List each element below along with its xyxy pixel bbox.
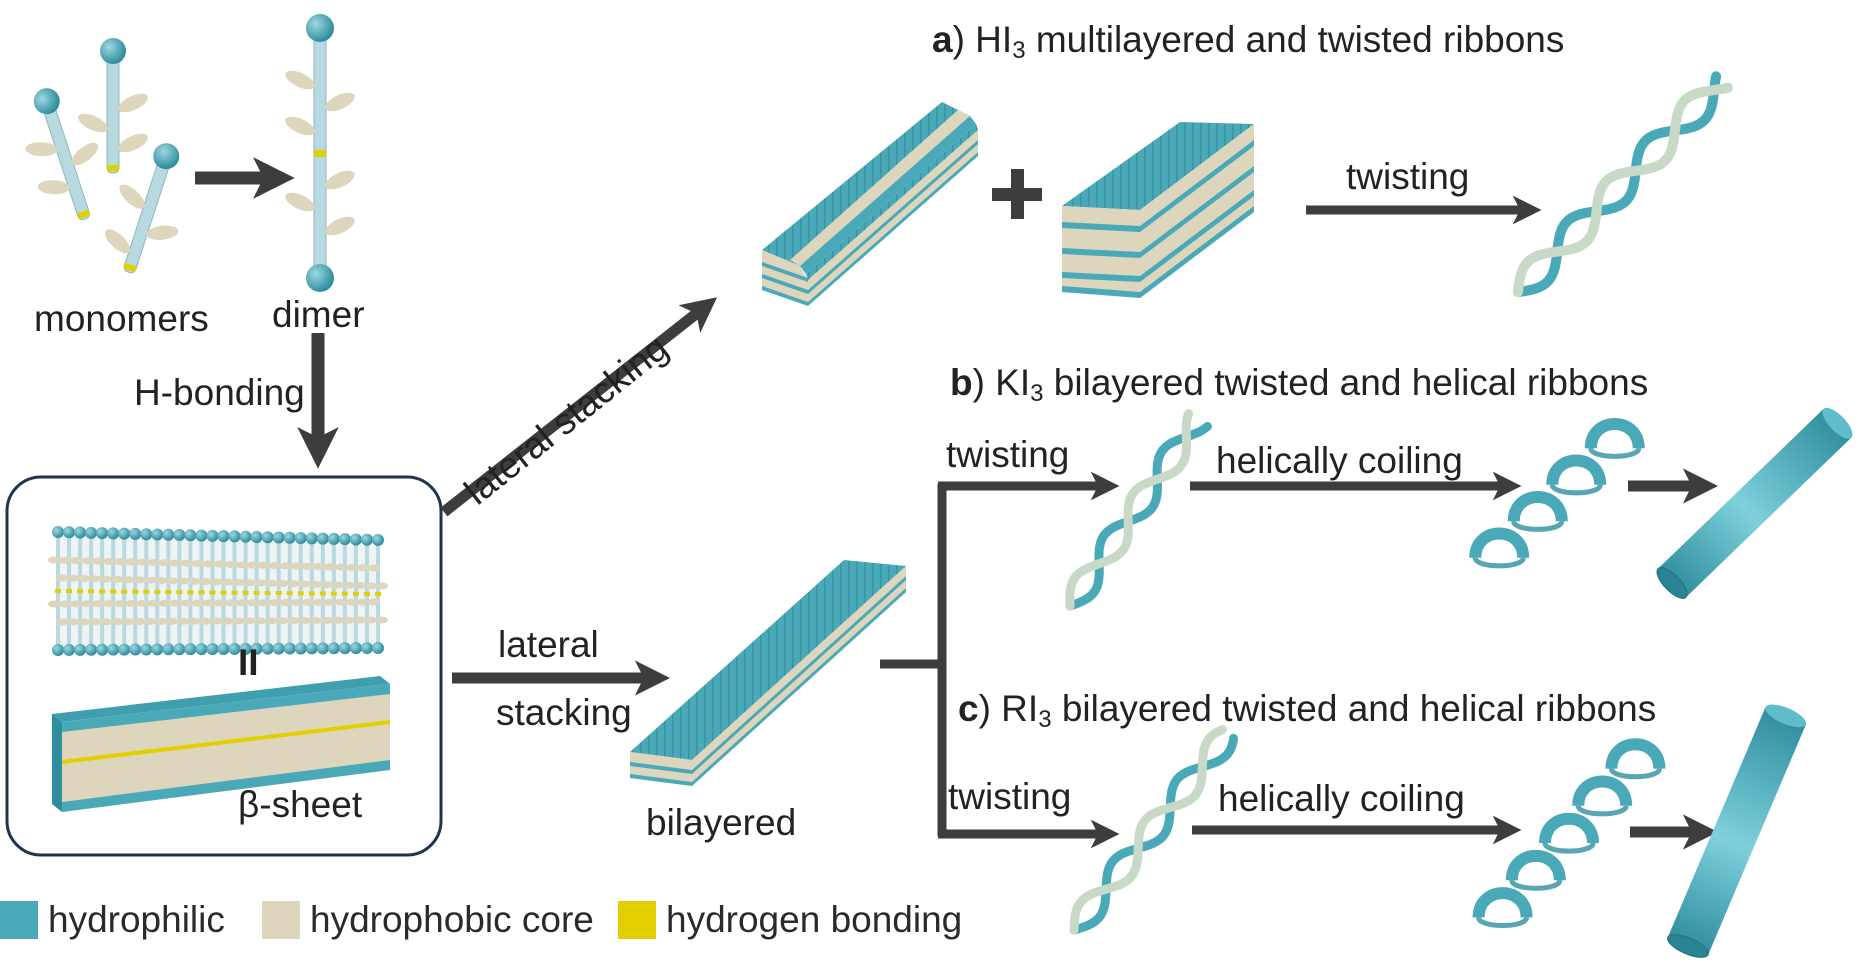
legend-item-hydrophilic: hydrophilic bbox=[0, 899, 225, 941]
equivalence-mark: II bbox=[238, 642, 259, 683]
multilayer-grooved-ribbon bbox=[762, 102, 978, 306]
legend-item-hbond: hydrogen bonding bbox=[618, 899, 962, 941]
legend-label: hydrogen bonding bbox=[666, 899, 963, 940]
twisted-multilayer-ribbon bbox=[1513, 71, 1733, 297]
multilayer-flat-ribbon bbox=[1062, 122, 1254, 298]
h-bonding-label: H-bonding bbox=[134, 372, 305, 413]
panel-c-title: c) RI3 bilayered twisted and helical rib… bbox=[958, 688, 1657, 733]
lateral-label: lateral bbox=[498, 624, 599, 665]
panel-b-title: b) KI3 bilayered twisted and helical rib… bbox=[950, 362, 1649, 407]
dimer-label: dimer bbox=[272, 294, 365, 335]
branch-connector bbox=[880, 471, 1120, 849]
sheet-lattice bbox=[48, 526, 388, 656]
bilayered-ribbon bbox=[630, 560, 906, 786]
beta-sheet-label: β-sheet bbox=[238, 784, 363, 825]
twisted-bilayer-ribbon-b bbox=[1065, 409, 1212, 611]
hbond-swatch bbox=[618, 901, 656, 939]
hydrophobic-swatch bbox=[262, 901, 300, 939]
helically-coiling-label-c: helically coiling bbox=[1218, 778, 1465, 819]
legend-label: hydrophilic bbox=[48, 899, 225, 940]
twisting-label-a: twisting bbox=[1346, 156, 1470, 197]
hydrophilic-swatch bbox=[0, 901, 38, 939]
dimer-illustration bbox=[285, 14, 355, 292]
legend-label: hydrophobic core bbox=[310, 899, 594, 940]
monomers-illustration bbox=[25, 38, 180, 274]
plus-sign bbox=[992, 169, 1042, 219]
twisting-label-b: twisting bbox=[946, 434, 1070, 475]
nanotube-c bbox=[1667, 704, 1807, 958]
panel-a-title: a) HI3 multilayered and twisted ribbons bbox=[932, 19, 1565, 64]
monomers-label: monomers bbox=[34, 298, 209, 339]
stacking-label: stacking bbox=[496, 692, 632, 733]
helical-ribbon-b bbox=[1469, 418, 1645, 569]
helically-coiling-label-b: helically coiling bbox=[1216, 440, 1463, 481]
helical-ribbon-c bbox=[1472, 738, 1666, 928]
beta-sheet-slab bbox=[52, 676, 391, 812]
twisted-bilayer-ribbon-c bbox=[1069, 725, 1238, 935]
nanotube-b bbox=[1656, 407, 1853, 599]
arrow-lateral-stacking-diagonal bbox=[440, 297, 718, 517]
bilayered-label: bilayered bbox=[646, 802, 797, 843]
legend-item-hydrophobic: hydrophobic core bbox=[262, 899, 594, 941]
twisting-label-c: twisting bbox=[948, 776, 1072, 817]
